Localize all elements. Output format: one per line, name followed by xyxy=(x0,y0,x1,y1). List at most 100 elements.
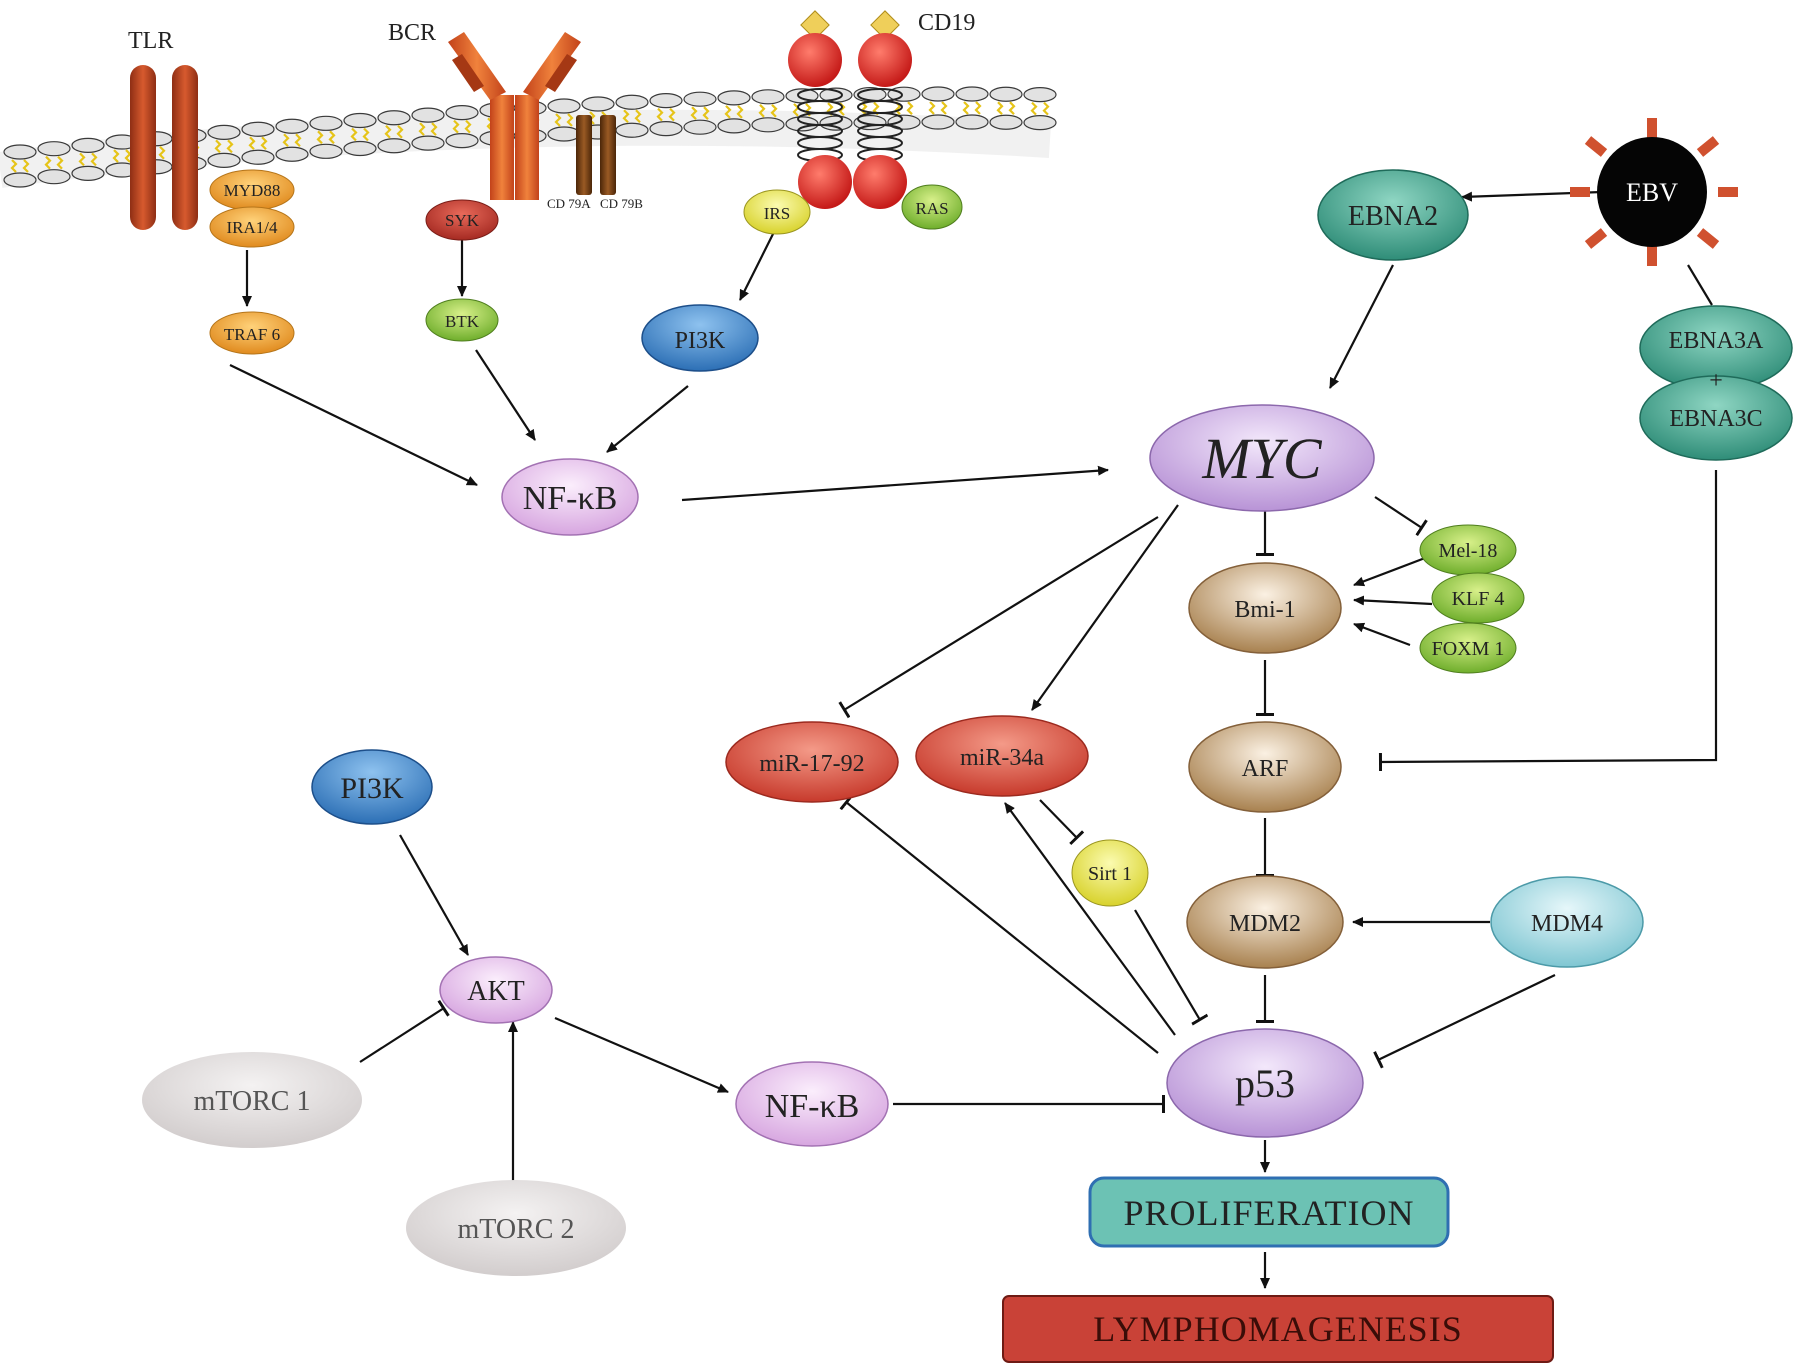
lipid-tail xyxy=(758,104,778,118)
edge-pi3k-nfkb xyxy=(606,385,689,453)
lipid-tail xyxy=(78,152,98,167)
edge-ebv-ebna3 xyxy=(1687,264,1713,306)
svg-text:LYMPHOMAGENESIS: LYMPHOMAGENESIS xyxy=(1093,1309,1462,1349)
lymphomagenesis-box: LYMPHOMAGENESIS xyxy=(1002,1295,1554,1363)
lipid-head xyxy=(445,133,479,149)
svg-text:NF-κB: NF-κB xyxy=(765,1088,860,1125)
lipid-head xyxy=(615,122,649,138)
node-myc: MYC xyxy=(1149,404,1375,512)
lipid-tail xyxy=(996,101,1016,115)
svg-text:miR-17-92: miR-17-92 xyxy=(759,751,864,777)
edge-p53-mir1792 xyxy=(839,794,1159,1054)
node-nfkb-top: NF-κB xyxy=(501,458,639,536)
lipid-head xyxy=(37,169,71,185)
node-mtorc2: mTORC 2 xyxy=(406,1180,626,1276)
svg-text:TRAF 6: TRAF 6 xyxy=(224,325,280,344)
cd79a-label: CD 79A xyxy=(547,196,591,211)
lipid-head xyxy=(309,143,343,159)
edge-akt-nfkb xyxy=(554,1016,729,1094)
proliferation-box: PROLIFERATION xyxy=(1088,1176,1450,1248)
lipid-head xyxy=(207,124,241,140)
node-arf: ARF xyxy=(1188,721,1342,813)
lipid-head xyxy=(955,86,989,102)
lipid-head xyxy=(343,112,377,129)
lipid-head xyxy=(445,105,479,121)
edge-ebna3-arf xyxy=(1378,470,1718,772)
lipid-tail xyxy=(724,105,744,119)
edges xyxy=(229,190,1718,1289)
edge-myc-mel18 xyxy=(1374,496,1428,537)
svg-text:MYD88: MYD88 xyxy=(224,181,281,200)
node-pi3k-bottom: PI3K xyxy=(311,749,433,825)
cell-membrane xyxy=(0,86,1057,188)
edge-irs-pi3k xyxy=(739,229,776,301)
node-mtorc1: mTORC 1 xyxy=(142,1052,362,1148)
node-irs: IRS xyxy=(743,189,811,235)
bcr-label: BCR xyxy=(388,20,436,46)
lipid-head xyxy=(547,98,581,114)
lipid-head xyxy=(547,126,581,142)
edge-sirt1-p53 xyxy=(1134,909,1209,1026)
lipid-tail xyxy=(418,122,438,136)
ebv-label: EBV xyxy=(1626,178,1678,207)
lipid-head xyxy=(71,137,105,153)
lipid-tail xyxy=(248,136,268,151)
svg-text:FOXM 1: FOXM 1 xyxy=(1432,638,1505,660)
lipid-head xyxy=(989,114,1023,130)
lipid-head xyxy=(887,114,921,130)
edge-mdm4-p53 xyxy=(1373,974,1556,1069)
node-foxm1: FOXM 1 xyxy=(1419,622,1517,674)
edge-mir34a-sirt1 xyxy=(1039,799,1085,845)
node-btk: BTK xyxy=(425,298,499,342)
edge-p53-mir34a xyxy=(1004,802,1176,1036)
edge-traf6-nfkb xyxy=(229,364,478,486)
node-akt: AKT xyxy=(439,956,553,1024)
cd79b-label: CD 79B xyxy=(600,196,643,211)
lipid-tail xyxy=(1030,101,1050,116)
node-klf4: KLF 4 xyxy=(1431,572,1525,624)
lipid-head xyxy=(785,116,819,132)
cd79-complex: CD 79A CD 79B xyxy=(547,115,643,211)
svg-text:ARF: ARF xyxy=(1242,756,1289,782)
lipid-head xyxy=(207,152,241,168)
cd19-label: CD19 xyxy=(918,10,975,36)
lipid-head xyxy=(683,91,717,107)
lipid-head xyxy=(649,121,683,137)
svg-text:Mel-18: Mel-18 xyxy=(1439,540,1498,562)
lipid-head xyxy=(241,121,275,137)
lipid-tail xyxy=(962,101,982,115)
lipid-head xyxy=(411,135,445,151)
node-nfkb-bottom: NF-κB xyxy=(735,1061,889,1147)
cd19-receptor: CD19 xyxy=(788,10,975,209)
lipid-head xyxy=(751,89,785,105)
ebna3c-label: EBNA3C xyxy=(1669,406,1762,432)
lipid-tail xyxy=(44,155,64,170)
lipid-tail xyxy=(656,107,676,122)
node-bmi1: Bmi-1 xyxy=(1188,562,1342,654)
svg-text:mTORC 1: mTORC 1 xyxy=(194,1086,311,1117)
node-ira14: IRA1/4 xyxy=(209,206,295,248)
lipid-head xyxy=(275,118,309,134)
lipid-tail xyxy=(316,130,336,145)
node-mdm4: MDM4 xyxy=(1490,876,1644,968)
lipid-head xyxy=(717,118,751,134)
lipid-head xyxy=(1023,114,1057,131)
lipid-tail xyxy=(10,159,30,173)
svg-text:NF-κB: NF-κB xyxy=(523,480,618,517)
lipid-head xyxy=(37,141,71,157)
edge-ebna2-myc xyxy=(1329,264,1394,389)
svg-text:PI3K: PI3K xyxy=(675,328,726,354)
lipid-head xyxy=(309,115,343,131)
lipid-head xyxy=(751,117,785,133)
svg-text:SYK: SYK xyxy=(445,211,480,230)
node-myd88: MYD88 xyxy=(209,169,295,211)
node-pi3k-top: PI3K xyxy=(641,304,759,372)
lipid-head xyxy=(955,114,989,130)
lipid-tail xyxy=(282,133,302,148)
ebv-virus: EBV xyxy=(1570,118,1738,266)
lipid-head xyxy=(377,110,411,126)
ebna3a-label: EBNA3A xyxy=(1669,328,1764,354)
lipid-tail xyxy=(112,149,132,163)
lipid-head xyxy=(275,146,309,162)
bcr-receptor: BCR xyxy=(388,20,581,200)
